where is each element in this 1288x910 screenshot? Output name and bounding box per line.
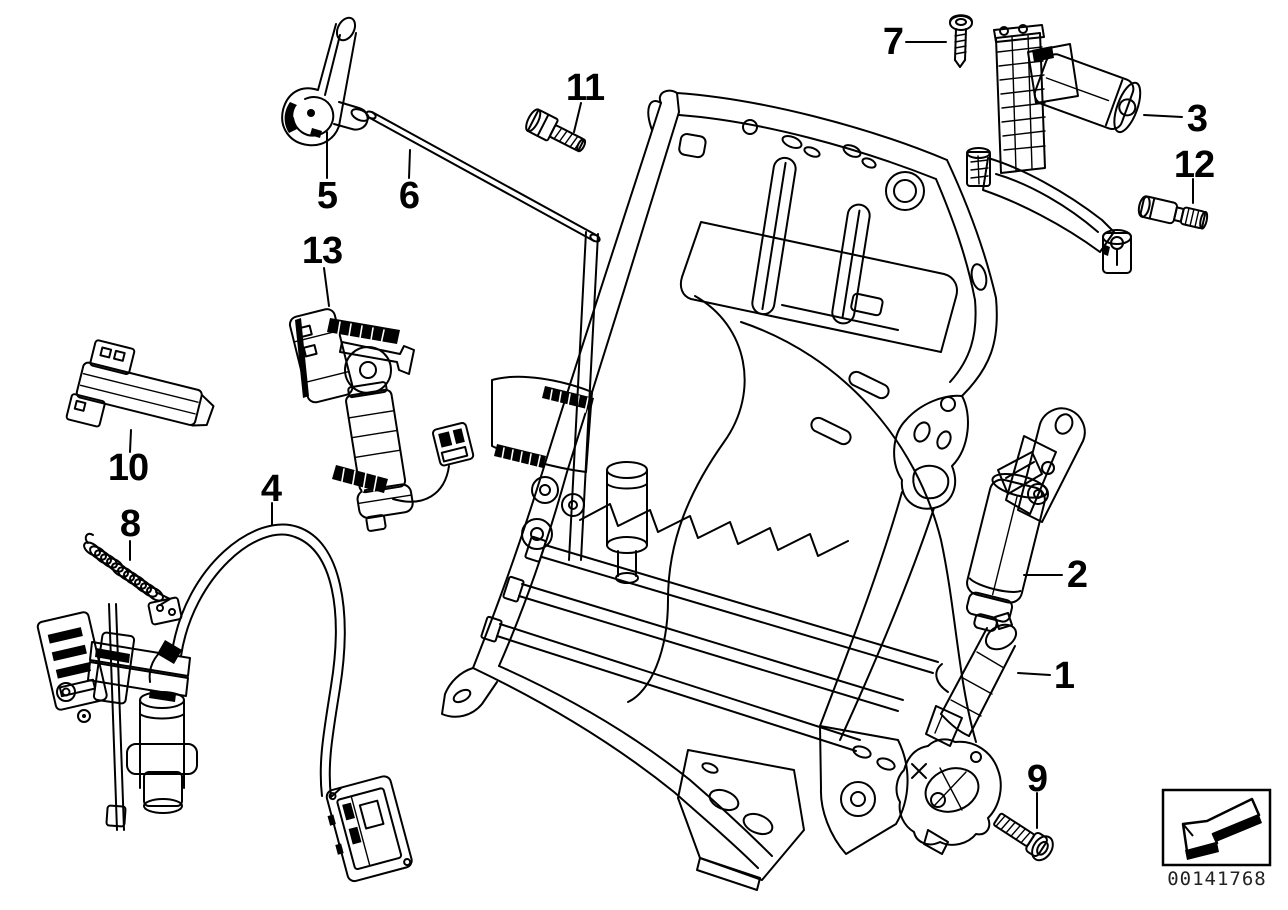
part-13-motor-drawing: [288, 308, 475, 532]
part-6-rod-drawing: [365, 110, 601, 243]
callout-5[interactable]: 5: [316, 175, 338, 217]
part-7-screw-drawing: [949, 14, 973, 68]
callout-2[interactable]: 2: [1066, 554, 1088, 596]
lumbar-actuator-drawing: [36, 596, 198, 831]
callout-7[interactable]: 7: [882, 21, 904, 63]
part-11-bolt-drawing: [525, 108, 587, 153]
callout-8[interactable]: 8: [119, 503, 141, 545]
callout-13[interactable]: 13: [301, 230, 343, 272]
part-10-rail-drawing: [65, 339, 215, 428]
callout-1[interactable]: 1: [1053, 655, 1075, 697]
part-4-cable-drawing: [148, 523, 413, 883]
callout-11[interactable]: 11: [565, 67, 605, 109]
part-3-drive-drawing: [966, 24, 1142, 274]
part-5-crank-drawing: [281, 16, 370, 147]
callout-6[interactable]: 6: [398, 175, 420, 217]
seat-backrest-frame-drawing: [441, 89, 998, 891]
callout-leader-lines: [129, 41, 1194, 829]
callout-3[interactable]: 3: [1186, 98, 1208, 140]
callout-9[interactable]: 9: [1026, 758, 1048, 800]
part-9-bolt-drawing: [993, 812, 1054, 862]
callout-10[interactable]: 10: [107, 447, 149, 489]
part-12-pin-drawing: [1137, 195, 1209, 230]
arrow-down-left-icon: [1181, 797, 1262, 860]
direction-stamp: [1161, 788, 1272, 867]
part-8-spring-drawing: [83, 532, 171, 606]
part-2-motor-drawing: [965, 407, 1086, 633]
callout-12[interactable]: 12: [1173, 144, 1215, 186]
image-id: 00141768: [1167, 868, 1267, 890]
callout-4[interactable]: 4: [260, 468, 282, 510]
part-1-motor-drawing: [895, 612, 1018, 855]
